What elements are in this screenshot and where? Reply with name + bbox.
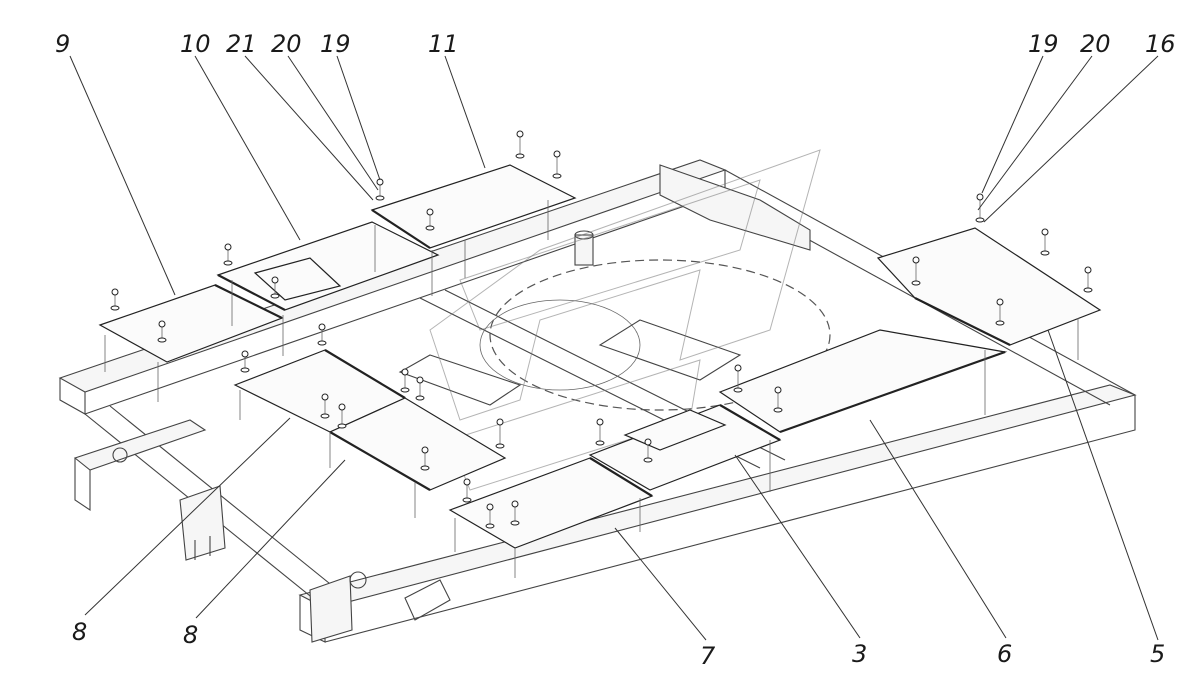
bolt-icon bbox=[495, 418, 505, 449]
floor-plate-6 bbox=[718, 329, 1008, 434]
floor-plate-9 bbox=[98, 284, 284, 363]
bolt-icon bbox=[317, 323, 327, 346]
callout-9: 9 bbox=[55, 30, 70, 58]
leader-lines bbox=[69, 55, 1159, 641]
callout-21: 21 bbox=[226, 30, 257, 58]
callout-8-left: 8 bbox=[72, 618, 87, 646]
bolt-icon bbox=[420, 446, 430, 471]
bolt-icon bbox=[400, 368, 410, 393]
bolt-icon bbox=[223, 243, 233, 266]
bolt-icon bbox=[733, 364, 743, 393]
bolt-icon bbox=[485, 503, 495, 529]
callout-20: 20 bbox=[271, 30, 302, 58]
callout-5: 5 bbox=[1150, 640, 1165, 668]
bolt-icon bbox=[911, 256, 921, 286]
bolt-icon bbox=[375, 178, 385, 201]
bolt-icon bbox=[975, 193, 985, 223]
bolt-icon bbox=[337, 403, 347, 429]
floor-plate-10 bbox=[216, 221, 440, 311]
bolt-icon bbox=[270, 276, 280, 299]
callout-11: 11 bbox=[428, 30, 459, 58]
bolt-icon bbox=[320, 393, 330, 419]
callout-3: 3 bbox=[852, 640, 867, 668]
callout-19: 19 bbox=[320, 30, 351, 58]
bolt-icon bbox=[595, 418, 605, 446]
callout-20-right: 20 bbox=[1080, 30, 1111, 58]
bolt-icon bbox=[552, 150, 562, 179]
callout-labels: 9 10 21 20 19 11 19 20 16 8 8 7 3 6 5 bbox=[55, 30, 1176, 670]
floor-plate-11 bbox=[370, 164, 577, 249]
callout-19-right: 19 bbox=[1028, 30, 1059, 58]
callout-8-right: 8 bbox=[183, 621, 198, 649]
bolt-icon bbox=[462, 478, 472, 503]
floor-plate-5 bbox=[876, 227, 1102, 346]
bolt-icon bbox=[240, 350, 250, 373]
callout-10: 10 bbox=[180, 30, 211, 58]
bolt-icon bbox=[1040, 228, 1050, 256]
bolt-icon bbox=[415, 376, 425, 401]
bolt-icon bbox=[425, 208, 435, 231]
fastener-group bbox=[104, 130, 1093, 578]
bolt-icon bbox=[157, 320, 167, 343]
callout-7: 7 bbox=[700, 642, 716, 670]
bolt-icon bbox=[773, 386, 783, 413]
floor-plate-7 bbox=[448, 457, 654, 549]
bolt-icon bbox=[1083, 266, 1093, 293]
bolt-icon bbox=[510, 500, 520, 526]
bolt-icon bbox=[643, 438, 653, 463]
callout-6: 6 bbox=[997, 640, 1012, 668]
bolt-icon bbox=[995, 298, 1005, 326]
bolt-icon bbox=[515, 130, 525, 159]
floor-plate-8-right bbox=[328, 397, 507, 491]
bolt-icon bbox=[110, 288, 120, 311]
callout-16: 16 bbox=[1145, 30, 1176, 58]
